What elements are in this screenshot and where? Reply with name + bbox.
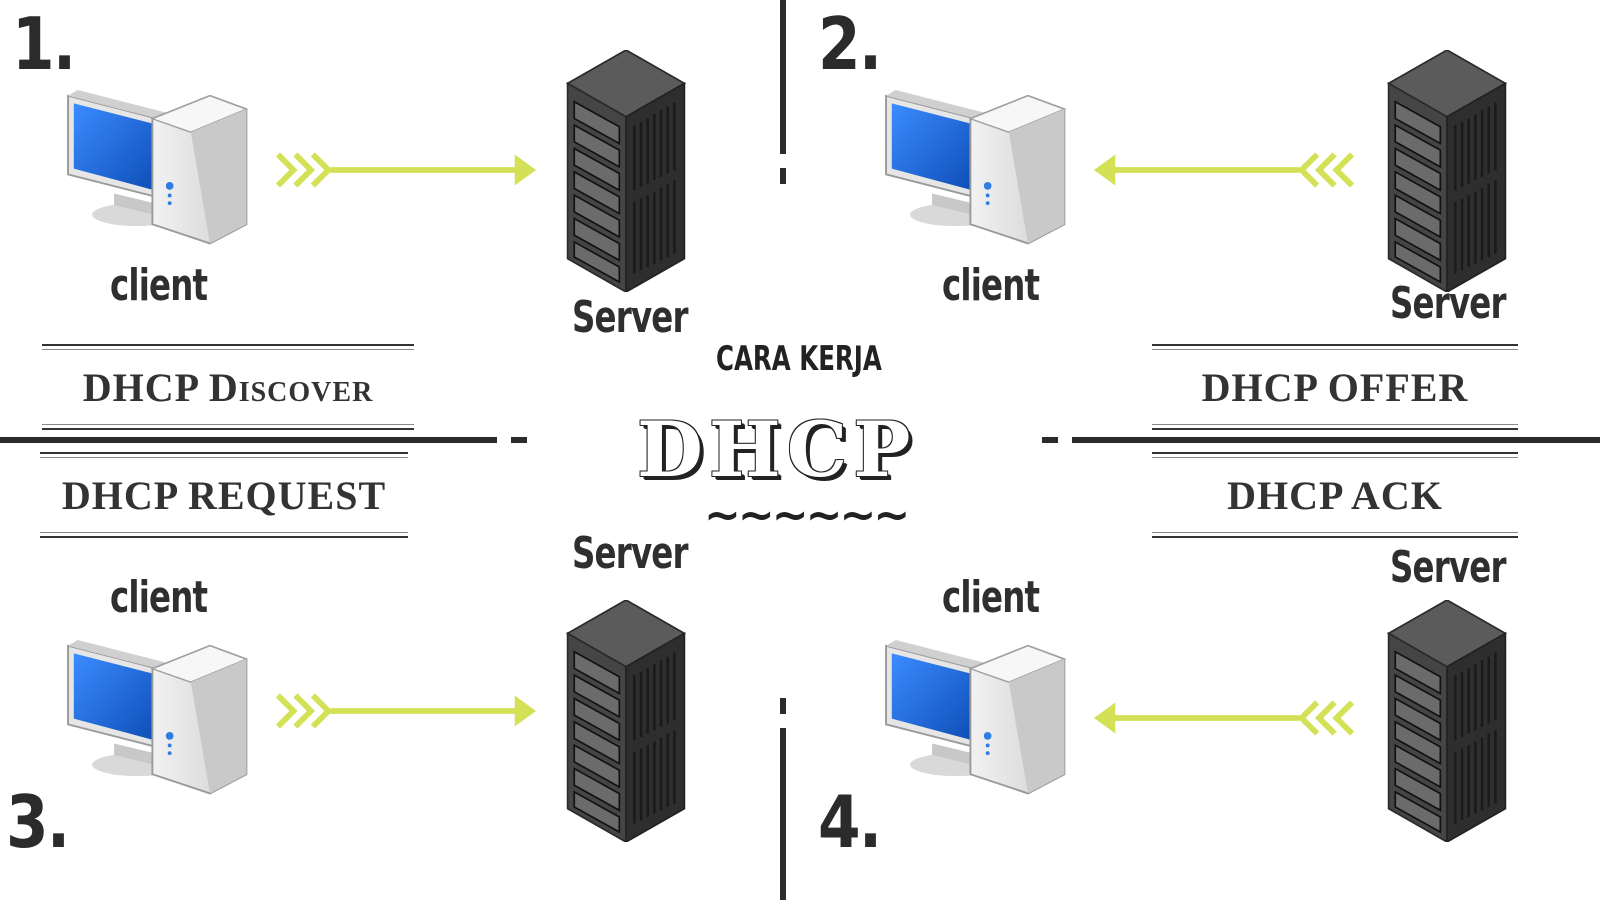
server-label: Server <box>1390 278 1507 329</box>
stage-box-offer: DHCP OFFER <box>1152 344 1518 430</box>
server-label: Server <box>1390 542 1507 593</box>
arrow-right-icon <box>276 691 538 731</box>
server-label: Server <box>572 528 689 579</box>
step-number-4: 4. <box>818 780 882 864</box>
title-decoration: ~~~~~~ <box>704 490 910 541</box>
step-number-2: 2. <box>818 2 882 86</box>
server-icon <box>555 50 697 292</box>
stage-label: DHCP ACK <box>1227 472 1443 518</box>
divider-left-dash <box>511 437 527 443</box>
title-dhcp: DHCP <box>637 405 917 494</box>
step-number-3: 3. <box>6 780 70 864</box>
arrow-left-icon <box>1092 698 1354 738</box>
server-label: Server <box>572 292 689 343</box>
divider-top <box>780 0 786 154</box>
stage-box-ack: DHCP ACK <box>1152 452 1518 538</box>
divider-bottom <box>780 728 786 900</box>
title-cara-kerja: CARA KERJA <box>716 339 882 379</box>
stage-label: DHCP REQUEST <box>61 472 387 518</box>
server-icon <box>555 600 697 842</box>
server-icon <box>1376 50 1518 292</box>
arrow-right-icon <box>276 150 538 190</box>
client-computer-icon <box>66 640 258 803</box>
divider-right-dash <box>1042 437 1058 443</box>
client-label: client <box>110 572 208 623</box>
client-label: client <box>110 260 208 311</box>
client-computer-icon <box>884 90 1076 253</box>
divider-bottom-dash <box>780 698 786 714</box>
client-computer-icon <box>884 640 1076 803</box>
stage-box-discover: DHCP Discover <box>42 344 414 430</box>
server-icon <box>1376 600 1518 842</box>
divider-left <box>0 437 497 443</box>
client-computer-icon <box>66 90 258 253</box>
stage-box-request: DHCP REQUEST <box>40 452 408 538</box>
client-label: client <box>942 260 1040 311</box>
divider-right <box>1072 437 1600 443</box>
step-number-1: 1. <box>12 2 76 86</box>
stage-label: DHCP Discover <box>82 364 374 410</box>
divider-top-dash <box>780 168 786 184</box>
arrow-left-icon <box>1092 150 1354 190</box>
stage-label: DHCP OFFER <box>1201 364 1469 410</box>
client-label: client <box>942 572 1040 623</box>
